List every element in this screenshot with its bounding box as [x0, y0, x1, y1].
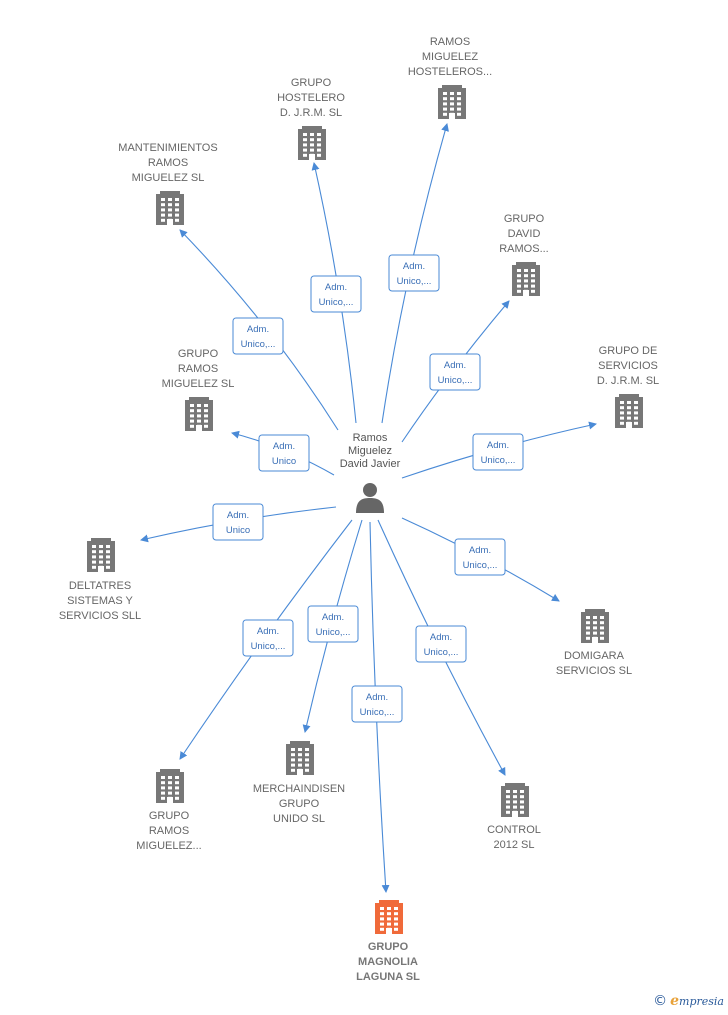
company-label-domigara-servicios[interactable]: DOMIGARA [564, 650, 625, 662]
company-label-merchaindisen-grupo-unido[interactable]: UNIDO SL [273, 813, 325, 825]
role-badge[interactable]: Adm. Unico [212, 503, 264, 541]
company-label-grupo-magnolia-laguna[interactable]: MAGNOLIA [358, 956, 418, 968]
role-badge-text: Adm. [469, 545, 491, 556]
company-label-grupo-de-servicios-djrm[interactable]: D. J.R.M. SL [597, 375, 659, 387]
company-label-grupo-david-ramos[interactable]: GRUPO [504, 213, 545, 225]
role-badge-text: Unico [272, 456, 296, 467]
company-label-merchaindisen-grupo-unido[interactable]: GRUPO [279, 798, 320, 810]
role-badge[interactable]: Adm. Unico,... [429, 353, 481, 391]
company-label-deltatres-sistemas[interactable]: DELTATRES [69, 580, 131, 592]
building-icon [501, 783, 529, 817]
role-badge-text: Unico [226, 525, 250, 536]
company-label-grupo-ramos-miguelez-sl[interactable]: GRUPO [178, 348, 219, 360]
company-label-mantenimientos-ramos-miguelez[interactable]: MIGUELEZ SL [132, 172, 205, 184]
role-badge-text: Unico,... [319, 297, 354, 308]
center-person-label-line: Miguelez [348, 445, 392, 457]
company-label-ramos-miguelez-hosteleros[interactable]: HOSTELEROS... [408, 66, 492, 78]
role-badge-text: Unico,... [241, 339, 276, 350]
company-label-grupo-hostelero-djrm[interactable]: HOSTELERO [277, 92, 345, 104]
role-badge-text: Unico,... [481, 455, 516, 466]
role-badge-text: Adm. [322, 612, 344, 623]
company-label-deltatres-sistemas[interactable]: SERVICIOS SLL [59, 610, 141, 622]
company-label-grupo-ramos-miguelez-2[interactable]: GRUPO [149, 810, 190, 822]
role-badge[interactable]: Adm. Unico,... [307, 605, 359, 643]
brand-name: mpresia [679, 995, 724, 1008]
company-label-ramos-miguelez-hosteleros[interactable]: MIGUELEZ [422, 51, 479, 63]
center-person-label-line: Ramos [353, 432, 388, 444]
brand-initial: e [670, 993, 680, 1009]
role-badge[interactable]: Adm. Unico,... [232, 317, 284, 355]
building-icon [375, 900, 403, 934]
person-icon [356, 483, 384, 513]
company-label-grupo-ramos-miguelez-sl[interactable]: RAMOS [178, 363, 218, 375]
role-badge[interactable]: Adm. Unico,... [351, 685, 403, 723]
role-badge-text: Unico,... [360, 707, 395, 718]
role-badge[interactable]: Adm. Unico,... [454, 538, 506, 576]
role-badge-text: Adm. [430, 632, 452, 643]
company-label-domigara-servicios[interactable]: SERVICIOS SL [556, 665, 632, 677]
building-icon [438, 85, 466, 119]
company-label-grupo-ramos-miguelez-2[interactable]: RAMOS [149, 825, 189, 837]
building-icon [156, 769, 184, 803]
company-label-grupo-david-ramos[interactable]: DAVID [508, 228, 541, 240]
role-badge-text: Unico,... [251, 641, 286, 652]
role-badge-text: Unico,... [424, 647, 459, 658]
role-badge[interactable]: Adm. Unico,... [310, 275, 362, 313]
role-badge-text: Unico,... [438, 375, 473, 386]
role-badge-text: Unico,... [397, 276, 432, 287]
role-badge-text: Adm. [325, 282, 347, 293]
center-person-label-line: David Javier [340, 458, 401, 470]
building-icon [87, 538, 115, 572]
role-badge-text: Adm. [273, 441, 295, 452]
building-icon [512, 262, 540, 296]
role-badge-text: Adm. [257, 626, 279, 637]
building-icon [615, 394, 643, 428]
role-badge[interactable]: Adm. Unico,... [242, 619, 294, 657]
role-badge[interactable]: Adm. Unico [258, 434, 310, 472]
company-label-merchaindisen-grupo-unido[interactable]: MERCHAINDISEN [253, 783, 345, 795]
company-label-grupo-david-ramos[interactable]: RAMOS... [499, 243, 549, 255]
empresia-logo: ©empresia [653, 993, 724, 1009]
role-badge-text: Unico,... [463, 560, 498, 571]
company-label-grupo-hostelero-djrm[interactable]: D. J.R.M. SL [280, 107, 342, 119]
company-label-ramos-miguelez-hosteleros[interactable]: RAMOS [430, 36, 470, 48]
building-icon [185, 397, 213, 431]
building-icon [286, 741, 314, 775]
company-label-control-2012[interactable]: 2012 SL [494, 839, 535, 851]
role-badge[interactable]: Adm. Unico,... [415, 625, 467, 663]
role-badge-text: Adm. [247, 324, 269, 335]
company-label-grupo-de-servicios-djrm[interactable]: GRUPO DE [599, 345, 658, 357]
company-label-grupo-magnolia-laguna[interactable]: LAGUNA SL [356, 971, 420, 983]
edge-labels-layer: Adm.Unico,...Adm.Unico,...Adm.Unico,...A… [212, 254, 524, 723]
role-badge-text: Adm. [444, 360, 466, 371]
role-badge-text: Adm. [487, 440, 509, 451]
company-label-grupo-de-servicios-djrm[interactable]: SERVICIOS [598, 360, 658, 372]
role-badge[interactable]: Adm. Unico,... [472, 433, 524, 471]
building-icon [581, 609, 609, 643]
role-badge-text: Adm. [403, 261, 425, 272]
role-badge-text: Adm. [227, 510, 249, 521]
company-label-grupo-magnolia-laguna[interactable]: GRUPO [368, 941, 409, 953]
building-icon [298, 126, 326, 160]
role-badge-text: Unico,... [316, 627, 351, 638]
role-badge-text: Adm. [366, 692, 388, 703]
company-label-grupo-ramos-miguelez-sl[interactable]: MIGUELEZ SL [162, 378, 235, 390]
building-icon [156, 191, 184, 225]
company-label-grupo-hostelero-djrm[interactable]: GRUPO [291, 77, 332, 89]
company-label-control-2012[interactable]: CONTROL [487, 824, 541, 836]
company-label-grupo-ramos-miguelez-2[interactable]: MIGUELEZ... [136, 840, 201, 852]
copyright-symbol: © [653, 993, 668, 1009]
company-label-mantenimientos-ramos-miguelez[interactable]: MANTENIMIENTOS [118, 142, 217, 154]
company-label-deltatres-sistemas[interactable]: SISTEMAS Y [67, 595, 133, 607]
role-badge[interactable]: Adm. Unico,... [388, 254, 440, 292]
nodes-layer: RAMOS MIGUELEZ HOSTELEROS... GRUPO HOSTELERO… [59, 36, 659, 983]
company-label-mantenimientos-ramos-miguelez[interactable]: RAMOS [148, 157, 188, 169]
